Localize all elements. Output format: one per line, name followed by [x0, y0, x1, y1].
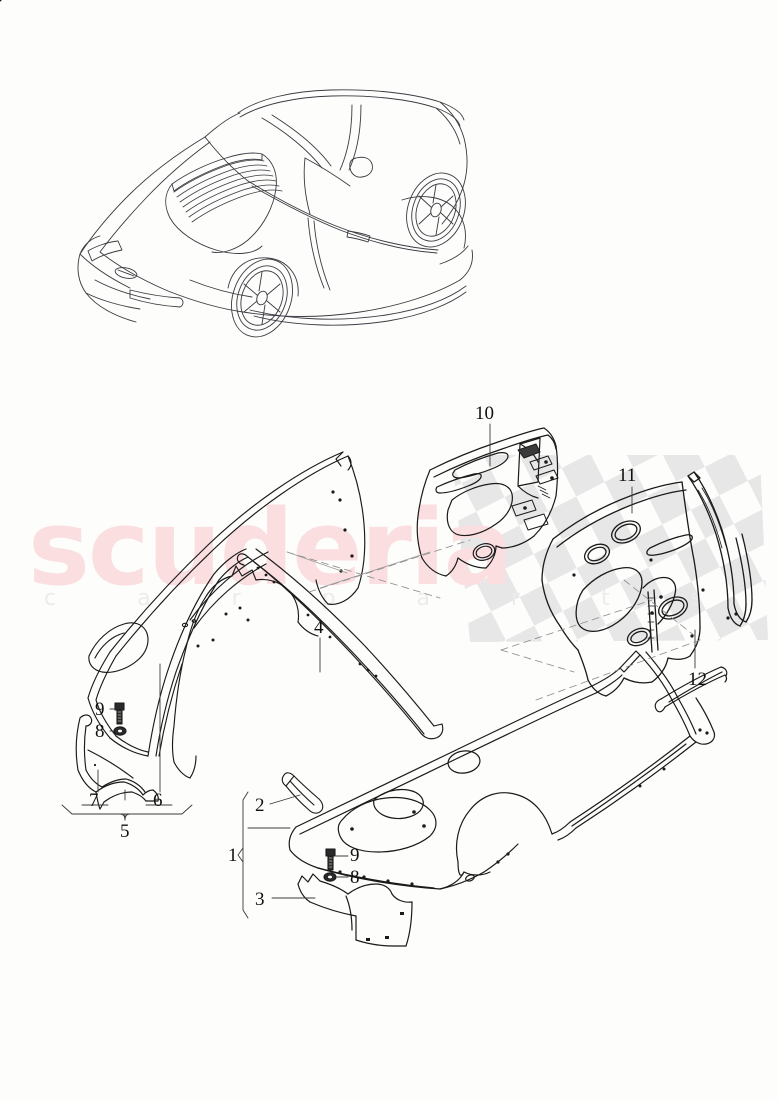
part-reinforcement-strip: [281, 772, 324, 814]
part-washer-center: [323, 872, 337, 882]
callout-label-8-left[interactable]: 8: [95, 721, 105, 742]
callout-label-11[interactable]: 11: [618, 465, 637, 486]
watermark-brand-text: scuderia: [28, 487, 514, 609]
front-wheel: [406, 172, 466, 248]
callout-label-2[interactable]: 2: [255, 795, 265, 816]
callout-label-6[interactable]: 6: [153, 790, 163, 811]
part-bolt-center: [325, 848, 336, 871]
callout-label-12[interactable]: 12: [688, 669, 707, 690]
callout-label-9-left[interactable]: 9: [95, 699, 105, 720]
part-rear-quarter-outer-panel: [288, 650, 716, 890]
callout-label-8-center[interactable]: 8: [350, 867, 360, 888]
part-front-wing-assembly: [0, 0, 366, 779]
assembly-alignment-lines: [286, 539, 701, 701]
watermark-sub-text: c a r p a r t s: [44, 586, 740, 611]
part-rear-wheelhouse-inner-panel: [541, 471, 753, 697]
callout-label-5[interactable]: 5: [120, 821, 130, 842]
rear-wheel: [231, 258, 293, 338]
callout-label-1[interactable]: 1: [228, 845, 238, 866]
callout-label-7[interactable]: 7: [89, 790, 99, 811]
callout-label-9-center[interactable]: 9: [350, 845, 360, 866]
leader-lines: [97, 423, 696, 899]
callout-label-10[interactable]: 10: [475, 403, 494, 424]
part-sill-trim-rail: [654, 666, 728, 713]
part-bolt-left: [114, 702, 125, 725]
group-brackets: [61, 791, 249, 919]
part-side-member-rail: [236, 548, 444, 740]
vehicle-illustration-drawing: [77, 89, 473, 338]
part-splash-shield: [297, 873, 413, 947]
part-rear-bulkhead-panel: [416, 427, 559, 577]
callout-label-3[interactable]: 3: [255, 889, 265, 910]
callout-label-4[interactable]: 4: [314, 617, 324, 638]
assembly-alignment-lines-solid: [286, 551, 431, 589]
